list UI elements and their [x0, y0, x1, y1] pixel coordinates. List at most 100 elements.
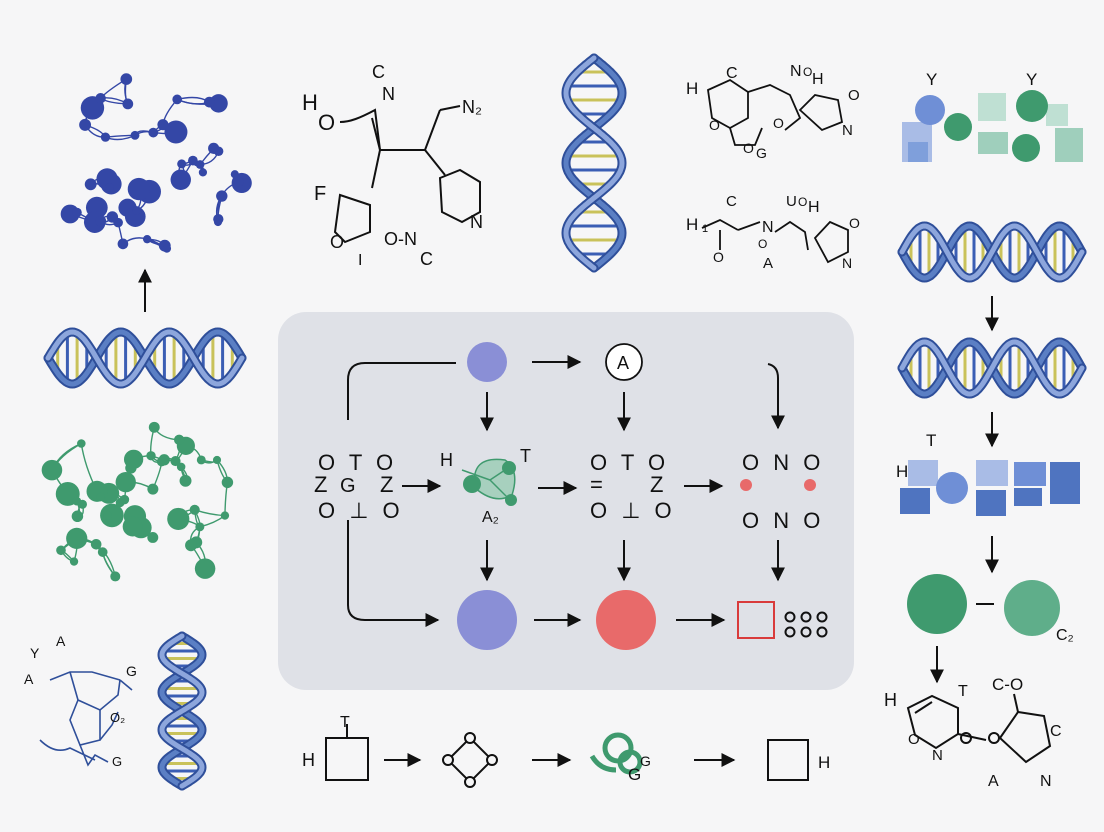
- atom-label: N₂: [462, 97, 482, 117]
- atom-label: N: [762, 219, 774, 236]
- atom-label: A: [56, 633, 66, 649]
- atom-label: H: [884, 690, 897, 710]
- atom-label: A: [988, 773, 999, 790]
- svg-text:Z: Z: [380, 472, 393, 497]
- atom-label: U: [786, 193, 797, 210]
- block-label: T: [926, 431, 936, 450]
- atom-label: C: [420, 249, 433, 269]
- atom-label: O: [908, 731, 920, 748]
- atom-label: N: [470, 212, 483, 232]
- atom-label: N: [1040, 773, 1052, 790]
- atom-label: G: [756, 145, 767, 161]
- ring-icon: O T O = Z O ⊥ O: [590, 450, 676, 523]
- dot-cluster-icon: [784, 611, 828, 638]
- molecular-network-icon: [60, 73, 252, 253]
- circle-node-icon: [596, 590, 656, 650]
- molecule-structure-bottom-left: [39, 671, 133, 767]
- molecular-network-icon: [461, 458, 517, 506]
- atom-marker: [960, 732, 972, 744]
- ring-icon: O T O Z G Z O ⊥ O: [314, 450, 404, 523]
- atom-label: H: [812, 71, 824, 88]
- atom-label: H: [302, 90, 318, 115]
- svg-text:=: =: [590, 472, 603, 497]
- atom-marker: [988, 732, 1000, 744]
- atom-label: A: [763, 255, 773, 272]
- atom-label: O: [803, 65, 812, 79]
- atom-label: N: [932, 747, 943, 764]
- atom-label: O: [848, 87, 860, 104]
- block-label: Y: [926, 70, 937, 89]
- node-label: C₂: [1056, 627, 1074, 644]
- atom-label: H: [686, 79, 698, 98]
- atom-label: O: [743, 140, 754, 156]
- atom-label: H: [686, 215, 698, 234]
- labeled-node-icon: [605, 343, 643, 381]
- data-block-cluster: [902, 90, 1083, 162]
- svg-text:O ⊥ O: O ⊥ O: [318, 498, 404, 523]
- square-node-icon: [767, 739, 809, 781]
- process-panel: [278, 312, 854, 690]
- atom-label: G: [640, 753, 651, 769]
- connector-line: [347, 362, 456, 420]
- molecule-structure-mid-right: [701, 218, 849, 264]
- atom-label: T: [520, 446, 531, 466]
- molecular-network-icon: [41, 421, 234, 582]
- atom-label: C: [372, 62, 385, 82]
- circle-node-icon: [457, 590, 517, 650]
- atom-label: T: [958, 683, 968, 700]
- atom-label: C: [1050, 723, 1062, 740]
- block-label: Y: [1026, 70, 1037, 89]
- svg-text:O N O: O N O: [742, 450, 824, 475]
- atom-label: N: [382, 84, 395, 104]
- atom-label: O: [713, 249, 724, 265]
- ring-icon: [589, 732, 643, 775]
- data-block-cluster: [900, 460, 1080, 516]
- atom-label: O: [773, 115, 784, 131]
- svg-text:O T O: O T O: [590, 450, 669, 475]
- molecule-structure-top-right: [707, 78, 844, 146]
- atom-label: N: [842, 122, 853, 139]
- circle-node-icon: [467, 342, 507, 382]
- atom-label: H: [440, 450, 453, 470]
- atom-label: C: [726, 65, 738, 82]
- svg-text:O ⊥ O: O ⊥ O: [590, 498, 676, 523]
- atom-label: O: [849, 215, 860, 231]
- atom-label: H: [818, 753, 830, 772]
- atom-label: O-N: [384, 229, 417, 249]
- svg-text:O N O: O N O: [742, 508, 824, 533]
- atom-label: H: [808, 199, 820, 216]
- atom-label: O: [318, 110, 335, 135]
- atom-label: T: [340, 714, 350, 731]
- atom-label: I: [358, 252, 362, 269]
- atom-label: O: [709, 117, 720, 133]
- svg-text:Z: Z: [314, 472, 327, 497]
- arrow-icon: [767, 363, 785, 430]
- atom-label: H: [302, 750, 315, 770]
- atom-label: F: [314, 183, 326, 205]
- atom-label: C-O: [992, 675, 1023, 694]
- atom-label: Y: [30, 645, 40, 661]
- atom-label: N: [790, 63, 802, 80]
- square-node-icon: [737, 601, 775, 639]
- svg-text:Z: Z: [650, 472, 663, 497]
- atom-label: G: [112, 754, 122, 769]
- atom-label: 1: [702, 223, 708, 235]
- dna-helix-icon: [561, 53, 627, 273]
- dna-helix-icon: [897, 337, 1087, 399]
- atom-label: C: [726, 193, 737, 210]
- molecule-structure-top-left: [333, 105, 481, 244]
- svg-text:G: G: [340, 475, 356, 497]
- dna-helix-icon: [43, 327, 247, 389]
- atom-label: O₂: [110, 710, 125, 725]
- atom-label: A₂: [482, 509, 499, 526]
- atom-label: O: [758, 237, 767, 251]
- connector-line: [347, 520, 440, 627]
- dna-helix-icon: [897, 221, 1087, 283]
- block-label: H: [896, 462, 908, 481]
- atom-label: O: [330, 232, 344, 252]
- molecule-structure-bottom-right: [906, 693, 1052, 764]
- circle-node-icon: [1004, 580, 1060, 636]
- atom-label: A: [24, 671, 34, 687]
- ring-icon: O N O O N O: [740, 450, 824, 533]
